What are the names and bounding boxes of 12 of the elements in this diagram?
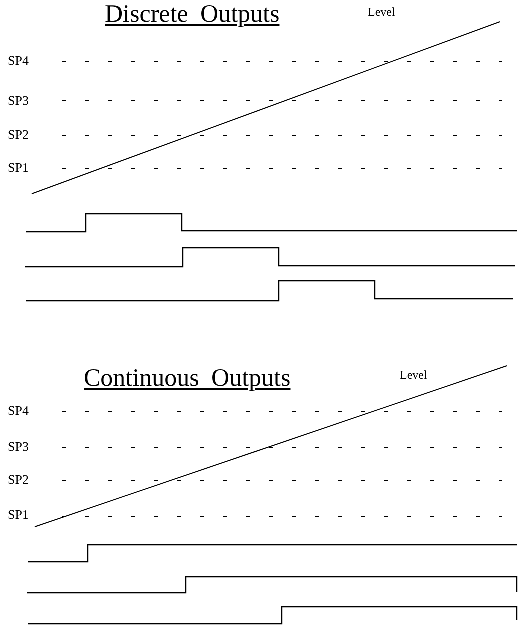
setpoint-label: SP4 — [8, 54, 29, 67]
setpoint-label: SP2 — [8, 128, 29, 141]
setpoint-label: SP2 — [8, 473, 29, 486]
setpoint-label: SP4 — [8, 404, 29, 417]
setpoint-label: SP3 — [8, 94, 29, 107]
setpoint-label: SP3 — [8, 440, 29, 453]
axis-label: Level — [368, 6, 396, 18]
axis-label: Level — [400, 369, 428, 381]
setpoint-label: SP1 — [8, 508, 29, 521]
setpoint-label: SP1 — [8, 161, 29, 174]
section-heading: Discrete Outputs — [105, 2, 280, 27]
section-heading: Continuous Outputs — [84, 366, 291, 391]
